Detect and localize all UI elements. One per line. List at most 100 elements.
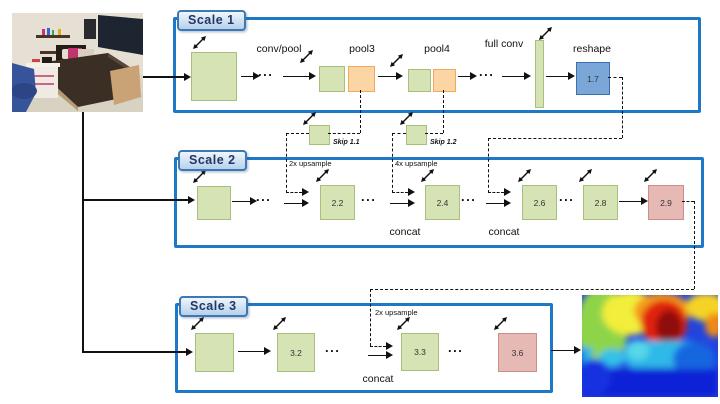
arrow-connector [82,348,193,357]
dashed-connector [328,133,360,134]
arrow-connector [241,72,260,81]
pool3-orange-block [348,66,375,92]
dashed-connector [360,90,361,133]
resize-arrow-icon [642,167,659,184]
arrow-connector [502,72,531,81]
scale2-box [174,157,704,248]
ellipsis: ... [448,340,464,355]
resize-arrow-icon [419,167,436,184]
resize-arrow-icon [516,167,533,184]
conv-pool-label: conv/pool [256,43,302,55]
scale2-block: 2.6 [522,185,557,220]
dashed-connector [682,201,694,202]
ellipsis: ... [256,189,272,204]
scale2-tab: Scale 2 [178,150,247,171]
resize-arrow-icon [537,25,554,42]
pool4-green-block [408,69,431,92]
scale3-tab: Scale 3 [179,296,248,317]
output-depth-map [582,295,718,397]
scale3-box [175,303,553,393]
scale3-block: 3.3 [401,333,439,371]
arrow-connector [378,72,403,81]
bedroom-photo-illustration [12,13,143,112]
arrow-connector [82,196,195,205]
dashed-arrow-connector [488,188,511,197]
arrow-connector [232,197,257,206]
resize-arrow-icon [298,48,315,65]
resize-arrow-icon [398,110,415,127]
dashed-arrow-connector [286,188,309,197]
dashed-connector [392,133,393,193]
reshape-label: reshape [573,43,611,55]
resize-arrow-icon [395,315,412,332]
full-conv-label: full conv [484,38,524,50]
arrow-connector [390,199,415,208]
arrow-connector [368,351,393,360]
dashed-connector [425,133,443,134]
pool3-green-block [319,66,345,92]
resize-arrow-icon [492,315,509,332]
arrow-connector [283,72,316,81]
dashed-arrow-connector [370,342,393,351]
skip-1-2-block [406,125,427,145]
resize-arrow-icon [191,168,208,185]
arrow-connector [546,72,575,81]
dashed-connector [392,133,406,134]
resize-arrow-icon [189,315,206,332]
dashed-connector [622,77,623,138]
depth-map-illustration [582,295,718,397]
resize-arrow-icon [388,52,405,69]
arrow-connector [486,199,511,208]
concat-label: concat [389,226,421,238]
scale1-conv-block [191,52,237,101]
ellipsis: ... [361,189,377,204]
skip-1-2-label: Skip 1.2 [430,139,457,146]
resize-arrow-icon [301,110,318,127]
arrow-connector [619,197,648,206]
ellipsis: ... [325,340,341,355]
ellipsis: ... [559,189,575,204]
skip-1-1-label: Skip 1.1 [333,139,360,146]
scale3-output-block: 3.6 [498,333,537,372]
scale2-output-block: 2.9 [648,185,684,220]
dashed-connector [443,90,444,133]
arrow-connector [238,347,271,356]
arrow-connector [551,346,581,355]
dashed-connector [370,289,371,346]
dashed-connector [286,133,287,193]
arrow-connector [284,199,309,208]
pool3-label: pool3 [349,43,375,55]
scale3-block: 3.2 [277,333,315,372]
skip-1-1-block [309,125,330,145]
scale1-box [173,17,701,113]
dashed-connector [286,133,309,134]
pool4-label: pool4 [424,43,450,55]
dashed-connector [608,77,622,78]
scale3-input-block [195,333,234,372]
pool4-orange-block [433,69,456,92]
scale2-block: 2.8 [583,185,618,220]
ellipsis: ... [479,64,495,79]
scale2-block: 2.4 [425,185,460,220]
scale2-input-block [197,186,231,220]
concat-label: concat [362,373,394,385]
dashed-arrow-connector [392,188,415,197]
resize-arrow-icon [191,34,208,51]
scale2-block: 2.2 [320,185,355,220]
ellipsis: ... [461,189,477,204]
input-branch-line [82,112,84,352]
upsample-4x-label: 4x upsample [395,159,438,168]
scale1-output-block: 1.7 [576,62,610,95]
dashed-connector [488,138,622,139]
dashed-connector [370,289,694,290]
arrow-connector [143,73,191,82]
resize-arrow-icon [314,167,331,184]
ellipsis: ... [258,64,274,79]
full-conv-block [535,40,544,108]
dashed-connector [488,138,489,193]
resize-arrow-icon [577,167,594,184]
resize-arrow-icon [271,315,288,332]
arrow-connector [458,72,477,81]
concat-label: concat [488,226,520,238]
